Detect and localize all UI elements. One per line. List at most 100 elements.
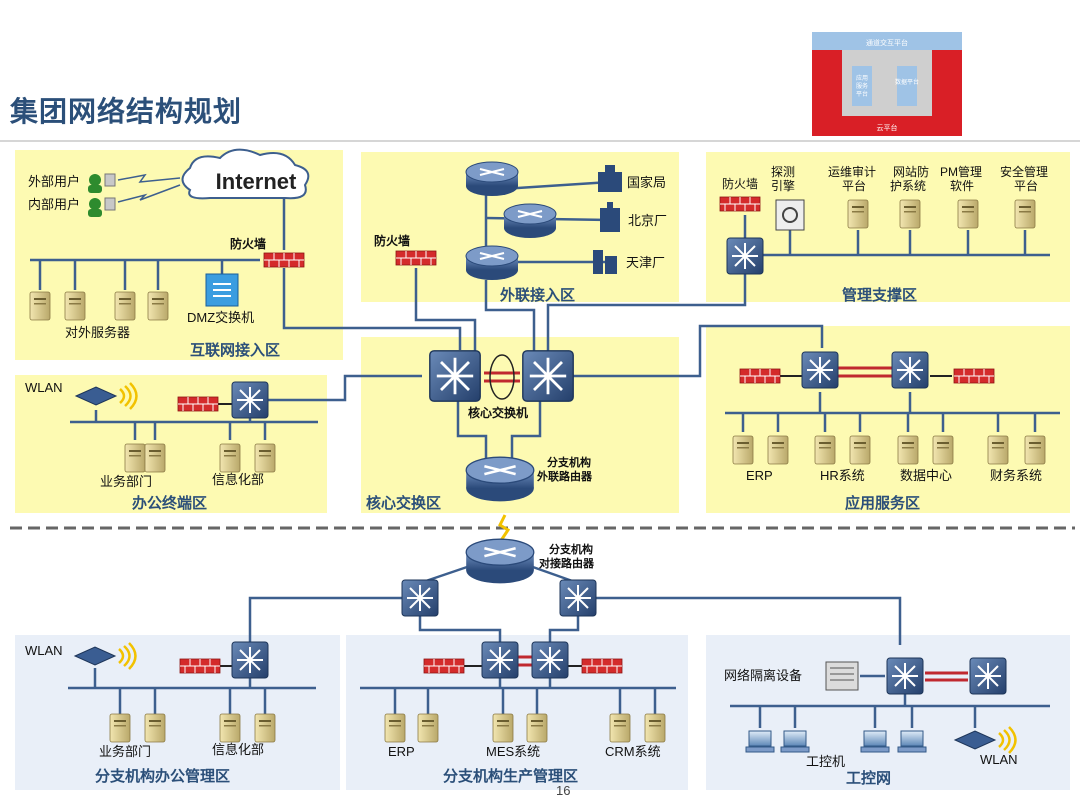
server-icon bbox=[109, 713, 131, 743]
pc-icon bbox=[860, 730, 890, 753]
zone-external-title: 外联接入区 bbox=[499, 286, 575, 304]
internet-cloud-icon bbox=[181, 148, 310, 200]
pc-icon bbox=[897, 730, 927, 753]
internet-label: Internet bbox=[216, 169, 297, 194]
pm-software-label: PM管理软件 bbox=[940, 164, 982, 193]
server-icon bbox=[147, 291, 169, 321]
erp-label: ERP bbox=[388, 744, 415, 759]
user-icon bbox=[88, 173, 116, 193]
zone-branch-office bbox=[15, 635, 340, 790]
isolation-device-icon bbox=[825, 661, 859, 691]
server-icon bbox=[526, 713, 548, 743]
probe-engine-icon bbox=[775, 199, 805, 231]
page-number: 16 bbox=[556, 783, 571, 798]
switch-icon bbox=[726, 237, 764, 275]
wlan-label: WLAN bbox=[980, 752, 1018, 767]
firewall-icon bbox=[395, 250, 437, 266]
thumbnail-left-label: 应用服务平台 bbox=[856, 74, 868, 98]
firewall-icon bbox=[263, 252, 305, 268]
firewall-icon bbox=[177, 396, 219, 412]
zone-branch-office-title: 分支机构办公管理区 bbox=[95, 767, 230, 785]
server-icon bbox=[1024, 435, 1046, 465]
dmz-switch-icon bbox=[205, 273, 239, 307]
zone-branch-production-title: 分支机构生产管理区 bbox=[443, 767, 578, 785]
router-icon bbox=[465, 245, 519, 281]
zone-app bbox=[706, 326, 1070, 513]
server-icon bbox=[254, 443, 276, 473]
wireless-link-icon bbox=[117, 173, 181, 183]
hr-label: HR系统 bbox=[820, 468, 865, 483]
data-center-label: 数据中心 bbox=[900, 468, 952, 483]
firewall-icon bbox=[953, 368, 995, 384]
server-icon bbox=[417, 713, 439, 743]
tianjin-label: 天津厂 bbox=[626, 255, 665, 270]
it-dept-label: 信息化部 bbox=[212, 472, 264, 487]
switch-icon bbox=[886, 657, 924, 695]
switch-icon bbox=[401, 579, 439, 617]
router-icon bbox=[465, 161, 519, 197]
wireless-link-icon bbox=[117, 184, 181, 203]
server-icon bbox=[124, 443, 146, 473]
thumbnail-right-label: 数据平台 bbox=[895, 78, 919, 86]
internal-user-label: 内部用户 bbox=[28, 197, 80, 212]
server-icon bbox=[987, 435, 1009, 465]
business-dept-label: 业务部门 bbox=[99, 744, 151, 759]
firewall-label: 防火墙 bbox=[374, 233, 410, 248]
switch-icon bbox=[481, 641, 519, 679]
firewall-label: 防火墙 bbox=[722, 176, 758, 191]
branch-ext-router-label: 分支机构外联路由器 bbox=[536, 455, 593, 483]
server-icon bbox=[767, 435, 789, 465]
business-dept-label: 业务部门 bbox=[100, 474, 152, 489]
isolation-label: 网络隔离设备 bbox=[724, 668, 802, 683]
erp-label: ERP bbox=[746, 468, 773, 483]
web-protect-label: 网站防护系统 bbox=[890, 164, 929, 193]
zone-office bbox=[15, 375, 327, 513]
server-icon bbox=[957, 199, 979, 229]
building-icon bbox=[593, 250, 617, 274]
server-icon bbox=[899, 199, 921, 229]
pc-icon bbox=[745, 730, 775, 753]
server-icon bbox=[144, 443, 166, 473]
core-switch-icon bbox=[428, 349, 482, 403]
page-title: 集团网络结构规划 bbox=[10, 96, 243, 127]
server-icon bbox=[219, 713, 241, 743]
it-dept-label: 信息化部 bbox=[212, 742, 264, 757]
server-icon bbox=[254, 713, 276, 743]
server-icon bbox=[219, 443, 241, 473]
server-icon bbox=[814, 435, 836, 465]
beijing-label: 北京厂 bbox=[628, 213, 667, 228]
ipc-label: 工控机 bbox=[806, 754, 845, 769]
dmz-switch-label: DMZ交换机 bbox=[187, 310, 254, 325]
server-icon bbox=[144, 713, 166, 743]
security-platform-label: 安全管理平台 bbox=[1000, 164, 1048, 193]
wlan-label: WLAN bbox=[25, 643, 63, 658]
guojiaju-label: 国家局 bbox=[627, 175, 666, 190]
switch-icon bbox=[559, 579, 597, 617]
server-icon bbox=[932, 435, 954, 465]
server-icon bbox=[29, 291, 51, 321]
server-icon bbox=[384, 713, 406, 743]
cloud-platform-thumbnail: 通道交互平台 应用服务平台 数据平台 云平台 bbox=[812, 32, 962, 136]
mes-label: MES系统 bbox=[486, 744, 540, 759]
server-icon bbox=[644, 713, 666, 743]
switch-icon bbox=[231, 381, 269, 419]
core-switch-icon bbox=[521, 349, 575, 403]
building-icon bbox=[598, 165, 622, 192]
switch-icon bbox=[969, 657, 1007, 695]
switch-icon bbox=[891, 351, 929, 389]
server-icon bbox=[114, 291, 136, 321]
crm-label: CRM系统 bbox=[605, 744, 661, 759]
zone-internet-title: 互联网接入区 bbox=[190, 341, 280, 359]
server-icon bbox=[847, 199, 869, 229]
external-servers-label: 对外服务器 bbox=[65, 325, 130, 340]
external-user-label: 外部用户 bbox=[28, 174, 80, 189]
firewall-icon bbox=[179, 658, 221, 674]
server-icon bbox=[897, 435, 919, 465]
thumbnail-top-label: 通道交互平台 bbox=[866, 38, 908, 47]
switch-icon bbox=[231, 641, 269, 679]
router-icon bbox=[464, 537, 536, 585]
finance-label: 财务系统 bbox=[990, 468, 1042, 483]
server-icon bbox=[1014, 199, 1036, 229]
firewall-icon bbox=[719, 196, 761, 212]
